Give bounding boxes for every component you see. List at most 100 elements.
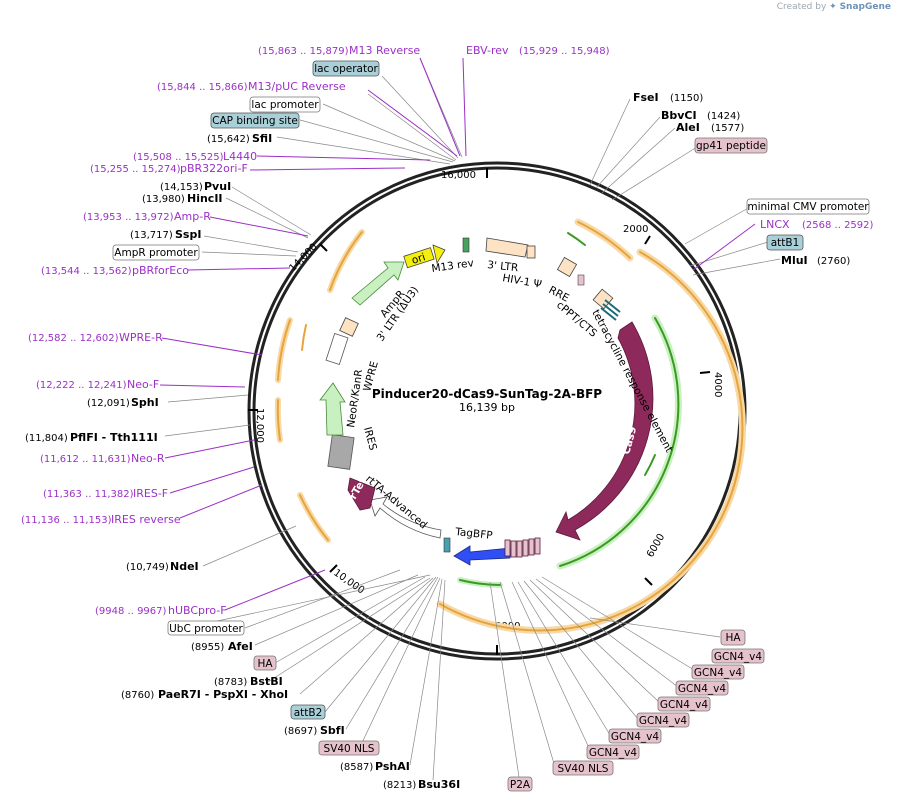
enzyme-sbfi: SbfI xyxy=(320,724,345,737)
feature-sv40-nls-left: SV40 NLS xyxy=(324,743,375,755)
primer-pbrforeco-range: (13,544 .. 13,562) xyxy=(41,266,132,277)
feature-gcn4-1: GCN4_v4 xyxy=(714,651,762,663)
ires-box xyxy=(327,434,355,470)
enzyme-afei-pos: (8955) xyxy=(191,642,224,653)
credit-brand: SnapGene xyxy=(839,2,891,12)
enzyme-bbvci: BbvCI xyxy=(661,109,697,122)
orange-arc-left-1-core xyxy=(329,231,363,291)
gcn4-orange-arc-core xyxy=(439,251,744,632)
enzyme-sphi-pos: (12,091) xyxy=(87,398,130,409)
enzyme-pflfi-tth111i: PflFI - Tth111I xyxy=(70,431,158,444)
enzyme-pvui-pos: (14,153) xyxy=(160,182,203,193)
ltr-3-box xyxy=(485,237,529,258)
ltr-du3-box xyxy=(339,317,359,337)
feature-ampr-promoter: AmpR promoter xyxy=(114,247,198,259)
tick-label-14000: 14,000 xyxy=(287,242,320,275)
primer-ebv-rev-range: (15,929 .. 15,948) xyxy=(519,46,610,57)
primer-m13-puc-reverse-range: (15,844 .. 15,866) xyxy=(157,82,248,93)
primer-neo-f: Neo-F xyxy=(127,378,159,391)
green-arc-bottom-core xyxy=(459,579,501,586)
primer-ebv-rev: EBV-rev xyxy=(466,44,509,57)
label-tagbfp: TagBFP xyxy=(454,526,493,542)
primer-ires-f-range: (11,363 .. 11,382) xyxy=(43,489,134,500)
label-ires: IRES xyxy=(361,426,379,452)
enzyme-ndei-pos: (10,749) xyxy=(126,562,169,573)
enzyme-pshai: PshAI xyxy=(375,760,410,773)
tick-label-4000: 4000 xyxy=(712,372,723,397)
tre-stripes xyxy=(600,299,621,321)
leader-lines xyxy=(164,57,781,781)
enzyme-bstbi-pos: (8783) xyxy=(214,677,247,688)
orange-arc-left-1 xyxy=(327,229,365,293)
enzyme-sbfi-pos: (8697) xyxy=(284,726,317,737)
rre-box xyxy=(556,256,578,278)
tick-label-2000: 2000 xyxy=(623,224,648,235)
enzyme-alei: AleI xyxy=(676,121,700,134)
label-neor-kanr: NeoR/KanR xyxy=(345,369,365,429)
enzyme-fsei: FseI xyxy=(633,91,659,104)
primer-l4440: L4440 xyxy=(223,150,257,163)
cppt-box xyxy=(577,274,585,286)
primer-m13-reverse-range: (15,863 .. 15,879) xyxy=(258,46,349,57)
primer-amp-r-range: (13,953 .. 13,972) xyxy=(83,212,174,223)
tre-box xyxy=(592,288,614,310)
enzyme-ndei: NdeI xyxy=(170,560,199,573)
credit-prefix: Created by xyxy=(776,2,827,12)
tick-label-12000: 12,000 xyxy=(254,408,265,443)
orange-arc-left-2 xyxy=(275,317,293,383)
primer-lines xyxy=(159,57,756,611)
feature-gp41-peptide: gp41 peptide xyxy=(696,140,766,152)
primer-neo-f-range: (12,222 .. 12,241) xyxy=(36,380,127,391)
enzyme-fsei-pos: (1150) xyxy=(670,93,703,104)
primer-ires-reverse-range: (11,136 .. 11,153) xyxy=(21,515,112,526)
feature-lac-operator: lac operator xyxy=(314,63,378,75)
feature-ubc-promoter: UbC promoter xyxy=(169,623,243,635)
feature-boxes: lac operator lac promoter CAP binding si… xyxy=(112,60,870,792)
tick-label-6000: 6000 xyxy=(645,532,667,560)
label-m13-rev: M13 rev xyxy=(431,257,475,275)
feature-cap-binding-site: CAP binding site xyxy=(212,115,298,127)
feature-gcn4-7: GCN4_v4 xyxy=(589,747,637,759)
label-hiv1-psi: HIV-1 Ψ xyxy=(501,272,542,291)
feature-sv40-nls-right: SV40 NLS xyxy=(558,763,609,775)
feature-ha-left: HA xyxy=(257,658,273,670)
primer-amp-r: Amp-R xyxy=(174,210,211,223)
enzyme-hincii-pos: (13,980) xyxy=(142,194,185,205)
primer-m13-puc-reverse: M13/pUC Reverse xyxy=(248,80,346,93)
snapgene-logo-icon: ✦ xyxy=(829,2,837,12)
feature-attb2: attB2 xyxy=(294,707,323,719)
neor-arrow xyxy=(319,382,346,436)
primer-wpre-r: WPRE-R xyxy=(119,331,163,344)
orange-arc-left-2-core xyxy=(277,319,291,381)
primer-m13-reverse: M13 Reverse xyxy=(349,44,420,57)
orange-arc-left-4-core xyxy=(276,399,281,441)
gcn4-blocks xyxy=(504,537,541,558)
snapgene-credit: Created by ✦ SnapGene xyxy=(777,2,891,12)
psi-box xyxy=(526,245,536,259)
green-arc-small xyxy=(644,454,656,476)
cas9-green-arc-core xyxy=(559,317,680,567)
enzyme-labels: FseI (1150) BbvCI (1424) AleI (1577) Mlu… xyxy=(25,91,850,791)
primer-hubcpro-f-range: (9948 .. 9967) xyxy=(95,606,167,617)
primer-lncx-range: (2568 .. 2592) xyxy=(802,220,874,231)
feature-gcn4-6: GCN4_v4 xyxy=(611,731,659,743)
tagbfp-arrow xyxy=(453,545,511,566)
gcn4-orange-arc xyxy=(436,248,746,634)
m13-rev-marker xyxy=(462,237,470,253)
feature-ha-right: HA xyxy=(725,632,741,644)
ori-arrow-body xyxy=(403,247,435,269)
wpre-box xyxy=(325,333,349,365)
feature-gcn4-3: GCN4_v4 xyxy=(678,683,726,695)
primer-labels: (15,863 .. 15,879) M13 Reverse EBV-rev (… xyxy=(21,44,874,617)
enzyme-bsu36i: Bsu36I xyxy=(418,778,460,791)
primer-pbr322ori-f: pBR322ori-F xyxy=(180,162,248,175)
primer-ires-f: IRES-F xyxy=(133,487,168,500)
plasmid-size: 16,139 bp xyxy=(459,401,515,414)
label-ori: ori xyxy=(410,251,427,267)
ampr-arrow xyxy=(351,261,405,306)
outer-feature-arcs xyxy=(274,218,746,634)
primer-neo-r: Neo-R xyxy=(131,452,165,465)
primer-neo-r-range: (11,612 .. 11,631) xyxy=(40,454,131,465)
feature-gcn4-4: GCN4_v4 xyxy=(660,699,708,711)
